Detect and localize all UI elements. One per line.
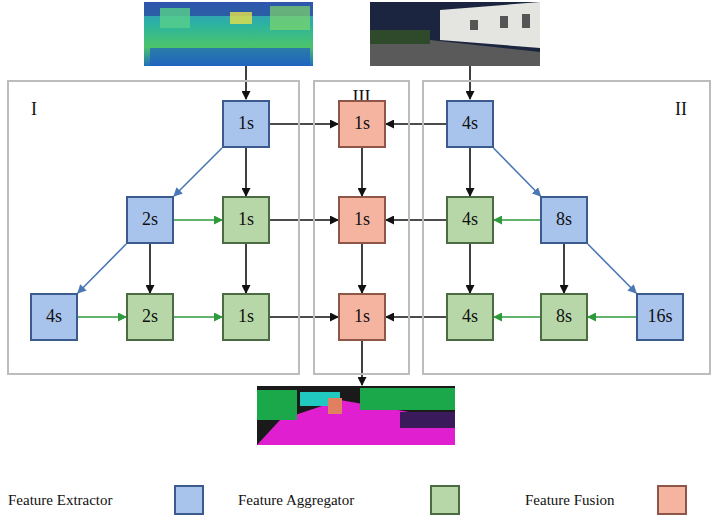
box-label: 4s <box>462 114 478 134</box>
box-label: 1s <box>354 307 370 327</box>
connector-arrow <box>78 316 126 318</box>
connector-arrow <box>494 148 541 196</box>
box-label: 4s <box>462 210 478 230</box>
stage-panel: III1s1s1s <box>313 80 410 375</box>
stage-panel: II 4s 4s 8s 4s 8s 16s <box>422 80 711 375</box>
feature-extractor-box: 16s <box>636 293 684 341</box>
box-label: 8s <box>556 210 572 230</box>
connector-arrow <box>174 316 222 318</box>
box-label: 2s <box>142 210 158 230</box>
feature-aggregator-box: 1s <box>222 196 270 244</box>
feature-aggregator-box: 8s <box>540 293 588 341</box>
connector-arrow <box>386 123 446 125</box>
rgb-image <box>370 2 540 66</box>
output-arrow <box>361 341 363 385</box>
input-arrow <box>245 66 247 99</box>
connector-arrow <box>469 148 471 196</box>
connector-arrow <box>494 316 540 318</box>
segmentation-image <box>257 386 455 445</box>
connector-arrow <box>174 219 222 221</box>
connector-arrow <box>270 219 338 221</box>
stage-panel: I 1s 2s 1s 4s 2s 1s <box>7 80 300 375</box>
feature-fusion-box: 1s <box>338 293 386 341</box>
box-label: 8s <box>556 307 572 327</box>
box-label: 1s <box>354 114 370 134</box>
connector-arrow <box>149 244 151 293</box>
feature-extractor-box: 8s <box>540 196 588 244</box>
connector-arrow <box>245 244 247 293</box>
connector-arrow <box>563 244 565 293</box>
legend-text: Feature Extractor <box>8 491 113 509</box>
feature-fusion-box: 1s <box>338 196 386 244</box>
feature-extractor-box: 4s <box>30 293 78 341</box>
box-label: 4s <box>46 307 62 327</box>
connector-arrow <box>78 244 126 293</box>
feature-aggregator-box: 4s <box>446 293 494 341</box>
connector-arrow <box>270 123 338 125</box>
connector-arrow <box>469 244 471 293</box>
legend-swatch <box>657 485 687 515</box>
feature-extractor-box: 4s <box>446 100 494 148</box>
box-label: 1s <box>238 307 254 327</box>
connector-arrow <box>174 148 222 196</box>
feature-aggregator-box: 4s <box>446 196 494 244</box>
connector-arrow <box>386 219 446 221</box>
panel-label: I <box>31 100 37 120</box>
feature-aggregator-box: 1s <box>222 293 270 341</box>
legend-text: Feature Fusion <box>525 491 615 509</box>
connector-arrow <box>588 316 636 318</box>
connector-arrow <box>361 148 363 196</box>
connector-arrow <box>588 244 636 293</box>
feature-extractor-box: 1s <box>222 100 270 148</box>
legend-text: Feature Aggregator <box>238 491 354 509</box>
depth-image <box>144 2 313 66</box>
feature-aggregator-box: 2s <box>126 293 174 341</box>
box-label: 1s <box>238 210 254 230</box>
legend-swatch <box>430 485 460 515</box>
input-arrow <box>469 66 471 99</box>
box-label: 1s <box>238 114 254 134</box>
feature-extractor-box: 2s <box>126 196 174 244</box>
box-label: 16s <box>647 307 672 327</box>
legend-swatch <box>174 485 204 515</box>
feature-fusion-box: 1s <box>338 100 386 148</box>
connector-arrow <box>386 316 446 318</box>
connector-arrow <box>245 148 247 196</box>
box-label: 1s <box>354 210 370 230</box>
box-label: 2s <box>142 307 158 327</box>
connector-arrow <box>270 316 338 318</box>
box-label: 4s <box>462 307 478 327</box>
panel-label: II <box>675 100 687 120</box>
connector-arrow <box>361 244 363 293</box>
connector-arrow <box>494 219 540 221</box>
